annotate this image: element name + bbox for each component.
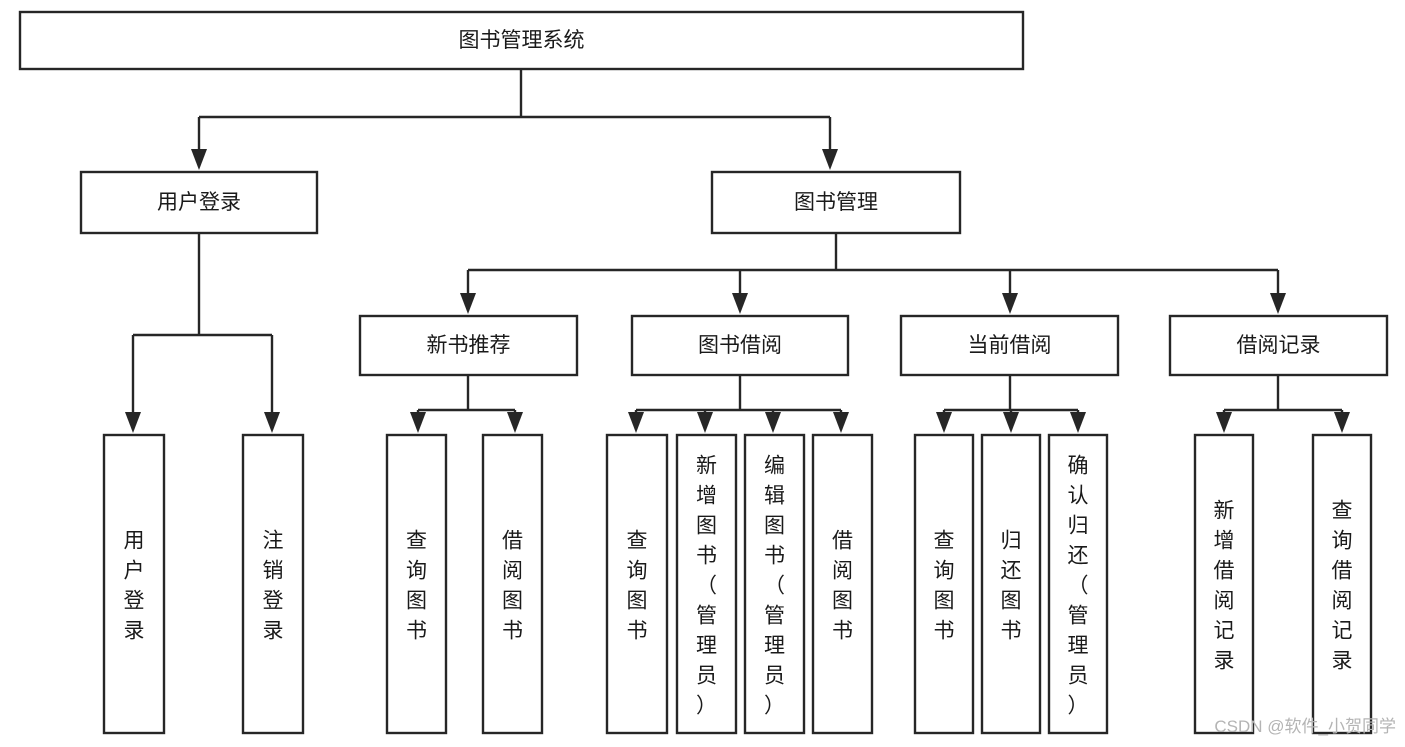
node-box[interactable] bbox=[385, 433, 448, 735]
node-current[interactable]: 当前借阅 bbox=[899, 314, 1120, 377]
node-leaf-bo-query[interactable]: 查询图书 bbox=[605, 433, 669, 735]
connector-group bbox=[460, 233, 1286, 314]
node-leaf-cu-confirm[interactable]: 确认归还（管理员） bbox=[1047, 433, 1109, 735]
arrow-head-icon bbox=[822, 149, 838, 170]
arrow-head-icon bbox=[628, 412, 644, 433]
node-label: 查询图书 bbox=[627, 529, 648, 642]
arrow-head-icon bbox=[697, 412, 713, 433]
node-box[interactable] bbox=[241, 433, 305, 735]
connector-group bbox=[628, 375, 849, 433]
node-label: 查询图书 bbox=[934, 529, 955, 642]
node-label: 图书借阅 bbox=[698, 334, 782, 357]
connector-group bbox=[1216, 375, 1350, 433]
arrow-head-icon bbox=[1334, 412, 1350, 433]
arrow-head-icon bbox=[264, 412, 280, 433]
arrow-head-icon bbox=[410, 412, 426, 433]
arrow-head-icon bbox=[732, 293, 748, 314]
node-label: 新书推荐 bbox=[427, 334, 511, 357]
node-label: 借阅图书 bbox=[502, 529, 523, 642]
node-leaf-user-login[interactable]: 用户登录 bbox=[102, 433, 166, 735]
node-label: 图书管理 bbox=[794, 191, 878, 214]
node-label: 确认归还（管理员） bbox=[1068, 454, 1089, 717]
node-box[interactable] bbox=[605, 433, 669, 735]
node-box[interactable] bbox=[630, 314, 850, 377]
node-borrow[interactable]: 图书借阅 bbox=[630, 314, 850, 377]
node-leaf-nb-query[interactable]: 查询图书 bbox=[385, 433, 448, 735]
node-login[interactable]: 用户登录 bbox=[79, 170, 319, 235]
node-box[interactable] bbox=[913, 433, 975, 735]
node-box[interactable] bbox=[1168, 314, 1389, 377]
node-label: 借阅记录 bbox=[1237, 334, 1321, 357]
arrow-head-icon bbox=[460, 293, 476, 314]
connectors-layer bbox=[125, 69, 1350, 433]
node-leaf-bo-edit[interactable]: 编辑图书（管理员） bbox=[743, 433, 806, 735]
node-label: 查询借阅记录 bbox=[1332, 499, 1353, 672]
connector-group bbox=[125, 233, 280, 433]
arrow-head-icon bbox=[191, 149, 207, 170]
node-leaf-cu-return[interactable]: 归还图书 bbox=[980, 433, 1042, 735]
node-label: 新增借阅记录 bbox=[1214, 499, 1235, 672]
arrow-head-icon bbox=[765, 412, 781, 433]
node-label: 归还图书 bbox=[1001, 529, 1022, 642]
node-label: 当前借阅 bbox=[968, 334, 1052, 357]
arrow-head-icon bbox=[125, 412, 141, 433]
node-label: 用户登录 bbox=[124, 529, 145, 642]
node-label: 新增图书（管理员） bbox=[696, 454, 717, 717]
node-label: 查询图书 bbox=[406, 529, 427, 642]
arrow-head-icon bbox=[1002, 293, 1018, 314]
arrow-head-icon bbox=[1270, 293, 1286, 314]
connector-group bbox=[410, 375, 523, 433]
node-newbook[interactable]: 新书推荐 bbox=[358, 314, 579, 377]
arrow-head-icon bbox=[507, 412, 523, 433]
arrow-head-icon bbox=[1216, 412, 1232, 433]
node-bookmgmt[interactable]: 图书管理 bbox=[710, 170, 962, 235]
node-box[interactable] bbox=[481, 433, 544, 735]
node-leaf-user-logout[interactable]: 注销登录 bbox=[241, 433, 305, 735]
node-box[interactable] bbox=[79, 170, 319, 235]
node-leaf-cu-query[interactable]: 查询图书 bbox=[913, 433, 975, 735]
node-box[interactable] bbox=[743, 433, 806, 735]
arrow-head-icon bbox=[1070, 412, 1086, 433]
watermark-label: CSDN @软件_小贺同学 bbox=[1214, 717, 1396, 736]
node-box[interactable] bbox=[811, 433, 874, 735]
connector-group bbox=[936, 375, 1086, 433]
node-box[interactable] bbox=[710, 170, 962, 235]
node-label: 编辑图书（管理员） bbox=[764, 454, 785, 717]
arrow-head-icon bbox=[936, 412, 952, 433]
node-label: 注销登录 bbox=[263, 529, 284, 642]
connector-group bbox=[191, 69, 838, 170]
node-box[interactable] bbox=[358, 314, 579, 377]
node-label: 图书管理系统 bbox=[459, 29, 585, 52]
node-box[interactable] bbox=[980, 433, 1042, 735]
node-leaf-nb-borrow[interactable]: 借阅图书 bbox=[481, 433, 544, 735]
node-leaf-re-query[interactable]: 查询借阅记录 bbox=[1311, 433, 1373, 735]
node-label: 借阅图书 bbox=[832, 529, 853, 642]
node-leaf-bo-add[interactable]: 新增图书（管理员） bbox=[675, 433, 738, 735]
node-box[interactable] bbox=[899, 314, 1120, 377]
arrow-head-icon bbox=[1003, 412, 1019, 433]
node-box[interactable] bbox=[1047, 433, 1109, 735]
node-leaf-re-add[interactable]: 新增借阅记录 bbox=[1193, 433, 1255, 735]
node-records[interactable]: 借阅记录 bbox=[1168, 314, 1389, 377]
nodes-layer: 图书管理系统用户登录图书管理新书推荐图书借阅当前借阅借阅记录用户登录注销登录查询… bbox=[18, 10, 1389, 735]
arrow-head-icon bbox=[833, 412, 849, 433]
node-box[interactable] bbox=[675, 433, 738, 735]
node-label: 用户登录 bbox=[157, 191, 241, 214]
node-box[interactable] bbox=[1311, 433, 1373, 735]
node-leaf-bo-borrow[interactable]: 借阅图书 bbox=[811, 433, 874, 735]
node-root[interactable]: 图书管理系统 bbox=[18, 10, 1025, 71]
node-box[interactable] bbox=[18, 10, 1025, 71]
node-box[interactable] bbox=[1193, 433, 1255, 735]
node-box[interactable] bbox=[102, 433, 166, 735]
